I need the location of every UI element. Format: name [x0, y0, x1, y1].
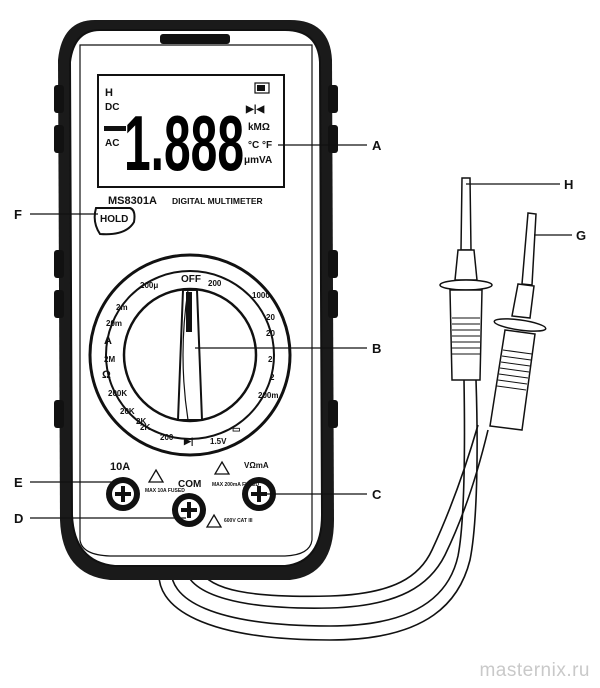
rotary-dial[interactable]	[88, 253, 292, 457]
jack-10a[interactable]	[106, 477, 140, 511]
callout-b: B	[372, 341, 381, 356]
callout-d: D	[14, 511, 23, 526]
svg-text:A: A	[104, 335, 112, 347]
svg-text:200K: 200K	[108, 389, 127, 398]
lcd-display	[97, 74, 285, 188]
lcd-icon-kmohm: kMΩ	[248, 122, 270, 133]
dial-right-labels: 200 1000 20 2 200m 2 20	[208, 279, 278, 400]
svg-text:2M: 2M	[104, 355, 115, 364]
svg-text:200μ: 200μ	[140, 281, 158, 290]
svg-text:200m: 200m	[258, 391, 278, 400]
callout-e: E	[14, 475, 23, 490]
warning-icon-v	[205, 513, 223, 528]
model-number: MS8301A	[108, 195, 157, 207]
lcd-icon-umva: μmVA	[244, 155, 272, 166]
svg-text:2: 2	[268, 355, 273, 364]
svg-text:20: 20	[266, 313, 275, 322]
dial-bottom-labels: 200 2K 1.5V	[136, 417, 227, 446]
svg-text:200: 200	[160, 433, 174, 442]
svg-text:20m: 20m	[106, 319, 122, 328]
svg-text:2K: 2K	[140, 423, 150, 432]
svg-text:2: 2	[270, 373, 275, 382]
callout-g: G	[576, 228, 586, 243]
svg-text:20K: 20K	[120, 407, 135, 416]
lcd-reading: 1.888	[124, 99, 244, 187]
warning-text-com: MAX 200mA FUSED	[212, 482, 259, 488]
hold-button[interactable]	[93, 207, 136, 236]
lcd-icon-ac: AC	[105, 138, 119, 149]
svg-text:200: 200	[208, 279, 222, 288]
svg-text:Ω: Ω	[102, 369, 111, 381]
callout-lines	[30, 144, 572, 519]
svg-text:2m: 2m	[116, 303, 128, 312]
test-lead-cables	[158, 379, 489, 641]
warning-icon-com	[213, 460, 231, 475]
diode-buzzer-icon: ▶|◀	[245, 104, 264, 115]
svg-text:1000: 1000	[252, 291, 270, 300]
callout-a: A	[372, 138, 382, 153]
jack-vohm[interactable]	[242, 477, 276, 511]
svg-text:1.5V: 1.5V	[210, 437, 227, 446]
dial-off-label: OFF	[181, 274, 201, 285]
jack-10a-label: 10A	[110, 461, 130, 473]
hold-button-label: HOLD	[100, 214, 128, 225]
meter-title: DIGITAL MULTIMETER	[172, 196, 263, 206]
lcd-minus-sign	[104, 126, 126, 131]
callout-h: H	[564, 177, 573, 192]
svg-text:20: 20	[266, 329, 275, 338]
lcd-icon-h: H	[105, 87, 113, 99]
warning-icon-10a	[147, 468, 165, 483]
probe-h	[439, 177, 493, 381]
warning-text-v: 600V CAT III	[224, 518, 253, 524]
watermark: masternix.ru	[479, 660, 590, 681]
diode-icon: ▶|	[183, 436, 193, 446]
callout-c: C	[372, 487, 382, 502]
lcd-icon-temp: °C °F	[248, 140, 272, 151]
warning-text-10a: MAX 10A FUSED	[145, 488, 185, 494]
lcd-icon-dc: DC	[105, 102, 119, 113]
jack-com-label: COM	[178, 479, 201, 490]
battery-icon: ▭	[232, 424, 241, 434]
probe-g	[489, 212, 547, 431]
callout-f: F	[14, 207, 22, 222]
svg-text:2K: 2K	[136, 417, 146, 426]
dial-left-labels: 200μ 2m 20m A Ω 2M 200K 20K 2K	[102, 281, 158, 432]
jack-vohm-label: VΩmA	[244, 461, 269, 470]
jack-com[interactable]	[172, 493, 206, 527]
